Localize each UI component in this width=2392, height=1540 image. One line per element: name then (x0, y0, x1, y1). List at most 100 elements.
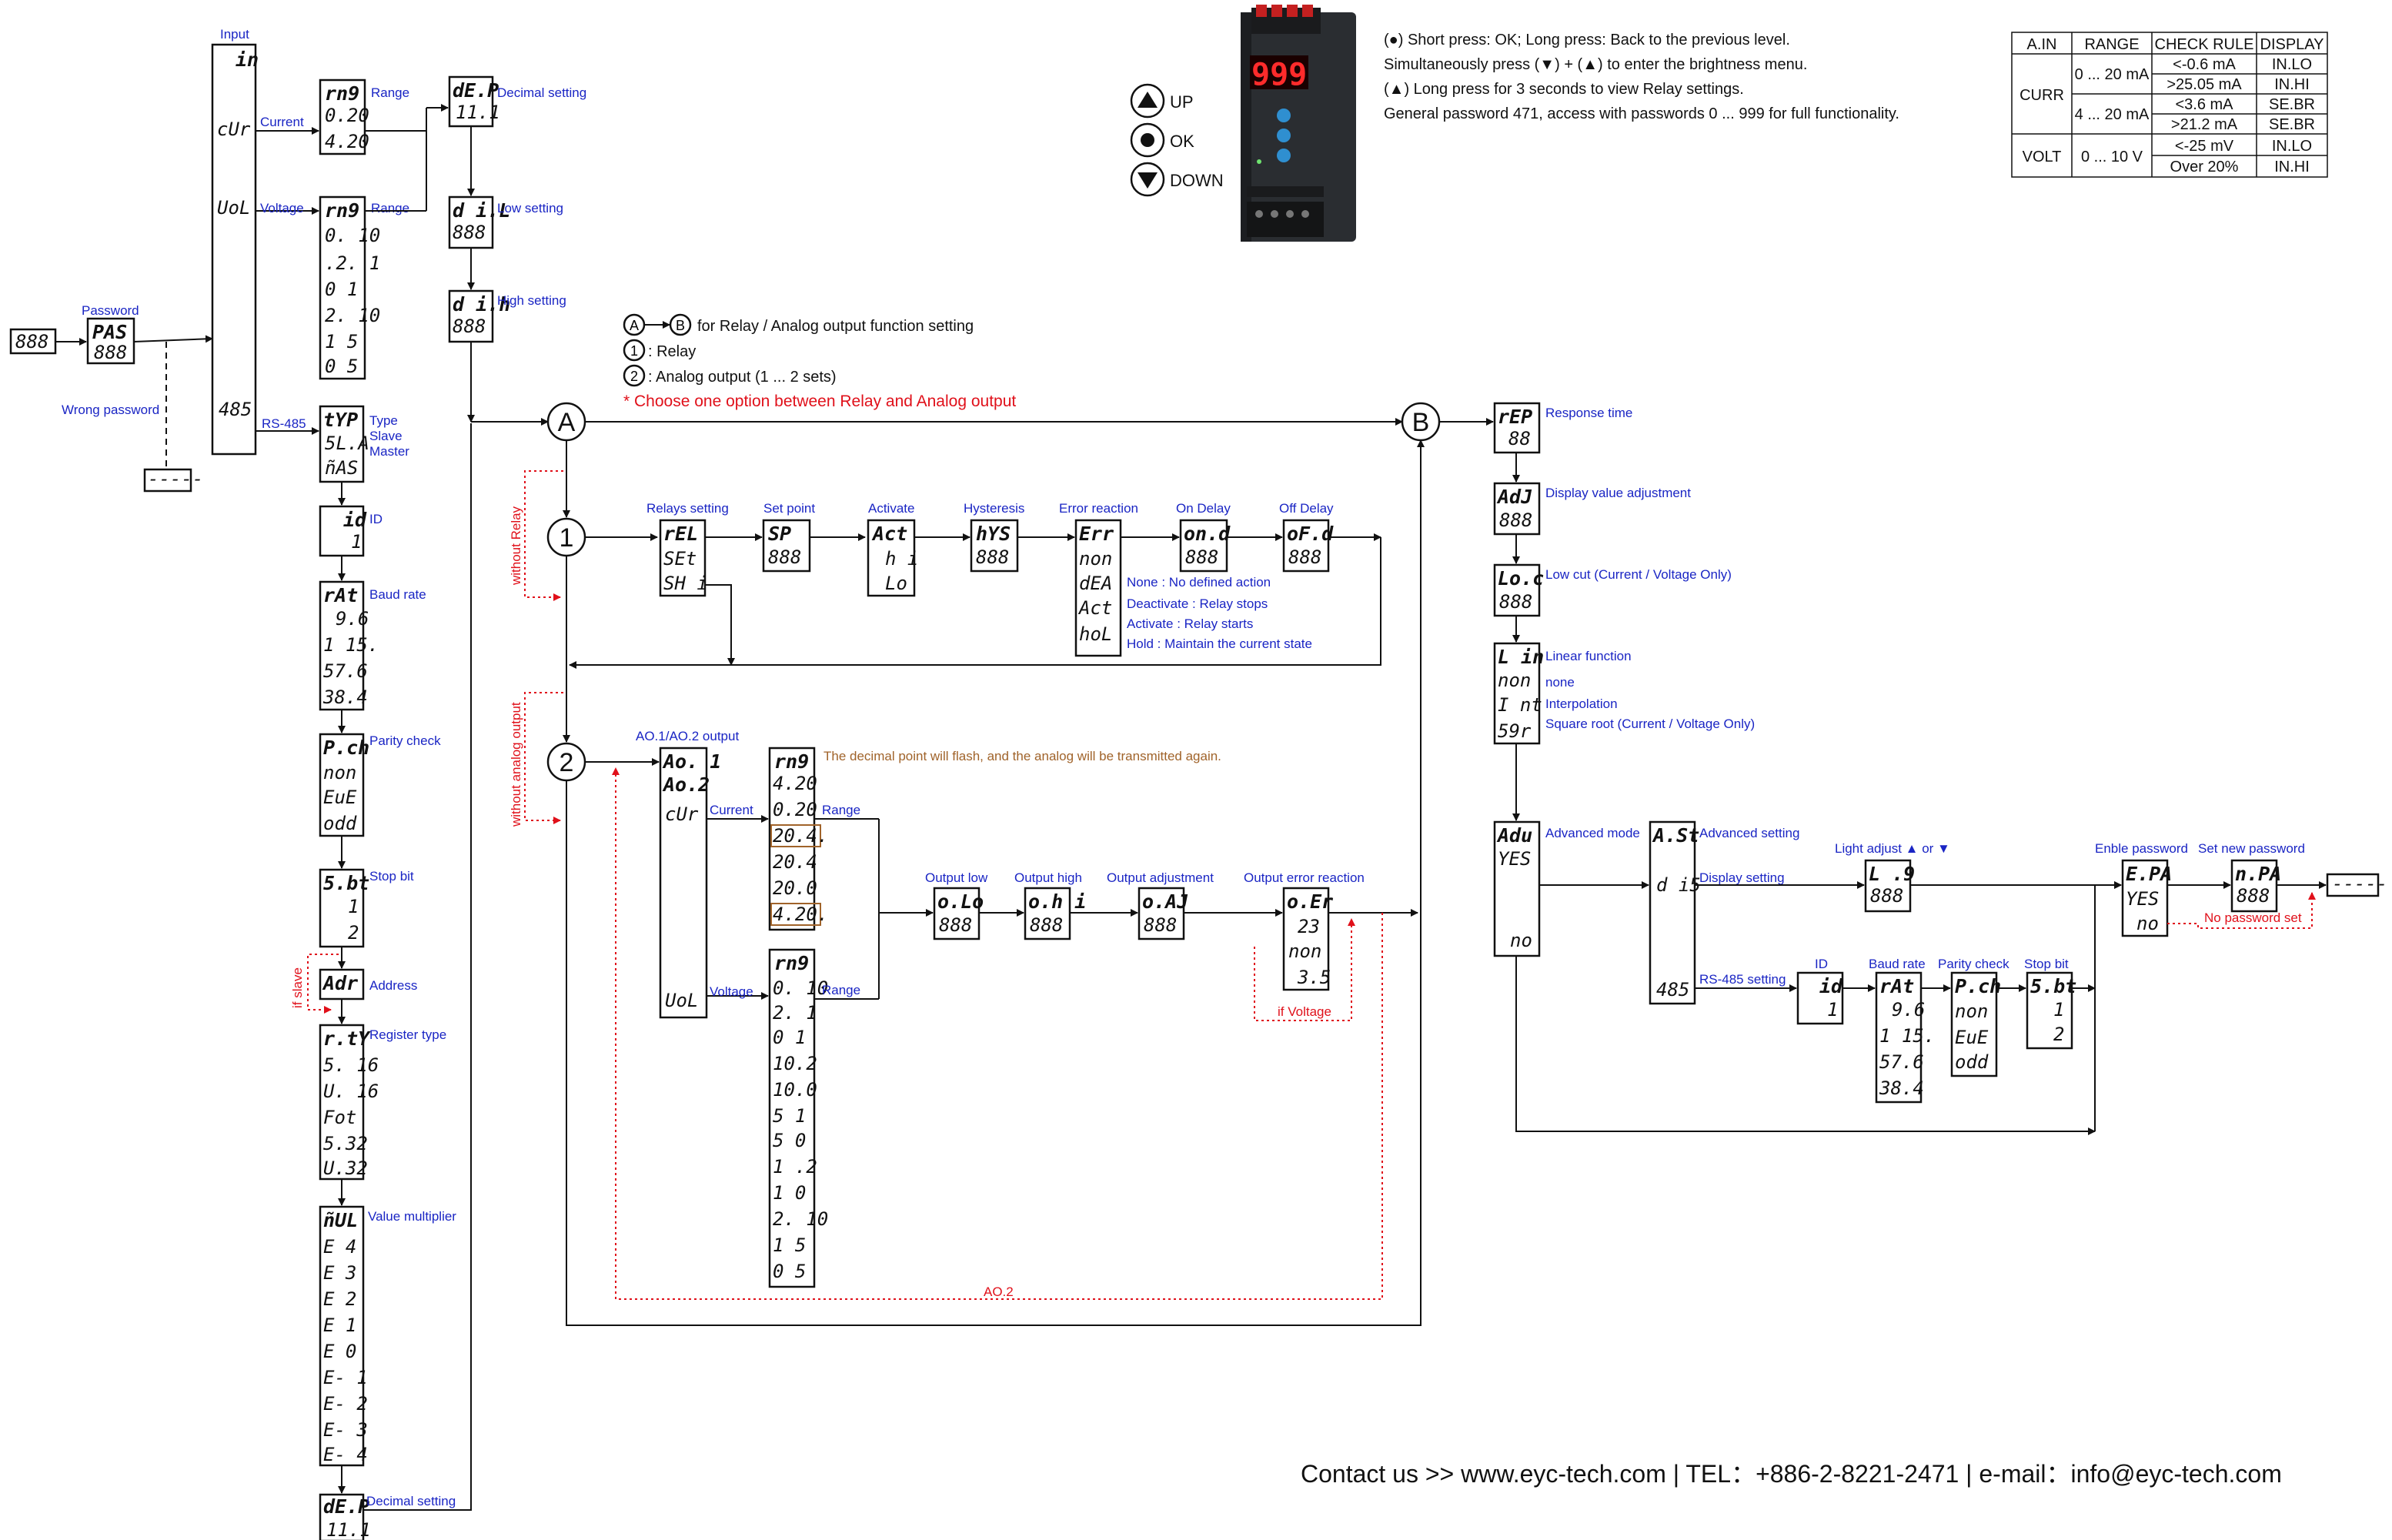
legend-line-1: (●) Short press: OK; Long press: Back to… (1384, 32, 1790, 48)
rty-value: U.32 (323, 1158, 368, 1179)
activate-display (867, 519, 916, 597)
parity-display-2 (1950, 971, 1998, 1077)
ao-output-label: AO.1/AO.2 output (636, 729, 739, 743)
sp-title: SP (768, 523, 791, 545)
decimal-display (448, 75, 494, 128)
rs485-label: RS-485 (262, 416, 306, 431)
mul-value: E- 2 (323, 1393, 368, 1415)
on-delay-display (1179, 519, 1228, 573)
range-current-display (319, 79, 366, 155)
id-title: id (343, 509, 367, 531)
pch-value: odd (323, 813, 357, 834)
table-display: IN.HI (2274, 159, 2310, 175)
ao-title: Ao.2 (662, 773, 710, 796)
advanced-mode-display (1493, 820, 1541, 957)
no-password-label: No password set (2204, 910, 2302, 925)
rng-value: 1 5 (325, 331, 358, 352)
legend-text: (●) Short press: OK; Long press: Back to… (1384, 32, 1899, 122)
up-label: UP (1170, 92, 1194, 112)
enable-password-label: Enble password (2095, 841, 2188, 856)
dil-title: d i.L (453, 199, 510, 222)
linear-function-display (1493, 642, 1541, 745)
lin-title: L in (1498, 646, 1544, 668)
typ-value: ñAS (325, 457, 358, 479)
act-title: Act (871, 523, 907, 545)
err-value: non (1079, 548, 1112, 570)
table-header-range: RANGE (2084, 36, 2139, 53)
table-display: IN.HI (2274, 76, 2310, 93)
rat-value: 9.6 (336, 608, 369, 630)
arng-value: 0 5 (773, 1261, 806, 1282)
pch2-value: non (1955, 1000, 1988, 1022)
node-a-mini: A (630, 318, 639, 333)
rty-value: 5.32 (323, 1133, 368, 1154)
contact-line: Contact us >> www.eyc-tech.com | TEL：+88… (1301, 1460, 2282, 1488)
end-dashes: ----- (2332, 873, 2387, 894)
arng-value: 10.2 (773, 1053, 817, 1074)
without-relay-label: without Relay (509, 506, 523, 586)
arng-value: 5 1 (773, 1105, 806, 1127)
decimal-setting-label: Decimal setting (497, 85, 586, 100)
rat-value: 57.6 (323, 660, 368, 682)
arng-value: 2. 10 (773, 1208, 828, 1230)
arng-value: 4.20 (773, 773, 817, 794)
rty-value: 5. 16 (323, 1054, 379, 1076)
act-value: h i (885, 548, 918, 570)
choose-note: * Choose one option between Relay and An… (623, 393, 1016, 410)
set-point-display (762, 519, 811, 573)
mul-value: E- 3 (323, 1419, 368, 1441)
rng-title: rn9 (325, 199, 359, 222)
ofd-value: 888 (1288, 546, 1321, 568)
device-display: 999 (1251, 57, 1307, 92)
node-2-mini: 2 (630, 369, 638, 384)
mul-value: E 2 (323, 1288, 356, 1310)
loc-value: 888 (1499, 591, 1532, 613)
epa-value: YES (2126, 888, 2159, 910)
dep-title: dE.P (453, 79, 499, 102)
light-adjust-display (1864, 859, 1912, 913)
ao-current-label: Current (710, 803, 753, 817)
rng-value: 2. 10 (325, 305, 380, 326)
ao2-label: AO.2 (984, 1284, 1014, 1299)
set-new-password-label: Set new password (2198, 841, 2305, 856)
ast-title: A.St (1652, 824, 1699, 847)
node-b-label: B (1412, 408, 1430, 437)
arng-value: 5 0 (773, 1130, 806, 1151)
ao-range-current-display (768, 747, 816, 931)
parity-label-2: Parity check (1938, 957, 2009, 971)
if-slave-label: if slave (290, 967, 305, 1008)
table-rule: <-0.6 mA (2173, 56, 2236, 73)
oer-value: non (1288, 940, 1321, 962)
rng-value: 0 1 (325, 279, 358, 300)
output-error-label: Output error reaction (1244, 870, 1365, 885)
ao-cur: cUr (665, 803, 699, 825)
lin-sqr-label: Square root (Current / Voltage Only) (1545, 717, 1755, 731)
output-error-display (1282, 887, 1330, 991)
master-label: Master (369, 444, 409, 459)
id2-value: 1 (1827, 999, 1838, 1021)
pch-title: P.ch (323, 737, 369, 759)
arng-value: 1 0 (773, 1182, 806, 1204)
current-label: Current (260, 115, 304, 129)
rat2-value: 57.6 (1879, 1051, 1924, 1073)
rel-title: rEL (663, 523, 698, 545)
node-b-mini: B (676, 318, 685, 333)
response-time-label: Response time (1545, 406, 1632, 420)
decimal-flash-note: The decimal point will flash, and the an… (824, 749, 1221, 763)
epa-value: no (2136, 913, 2159, 934)
err-title: Err (1079, 523, 1114, 545)
adr-title: Adr (322, 972, 358, 994)
baud-rate-label: Baud rate (369, 587, 426, 602)
adj-title: AdJ (1496, 486, 1532, 508)
typ-value: 5L.A (325, 433, 369, 454)
check-rule-table: A.IN RANGE CHECK RULE DISPLAY CURR VOLT … (2011, 32, 2328, 178)
dih-value: 888 (453, 316, 486, 337)
end-box (2326, 873, 2380, 897)
table-header-ain: A.IN (2027, 36, 2057, 53)
rat2-value: 38.4 (1879, 1077, 1924, 1099)
err-value: hoL (1079, 623, 1112, 645)
olo-title: o.Lo (937, 890, 984, 913)
rat-value: 1 15. (323, 634, 379, 656)
ofd-title: oF.d (1287, 523, 1334, 545)
error-reaction-display (1074, 519, 1122, 657)
